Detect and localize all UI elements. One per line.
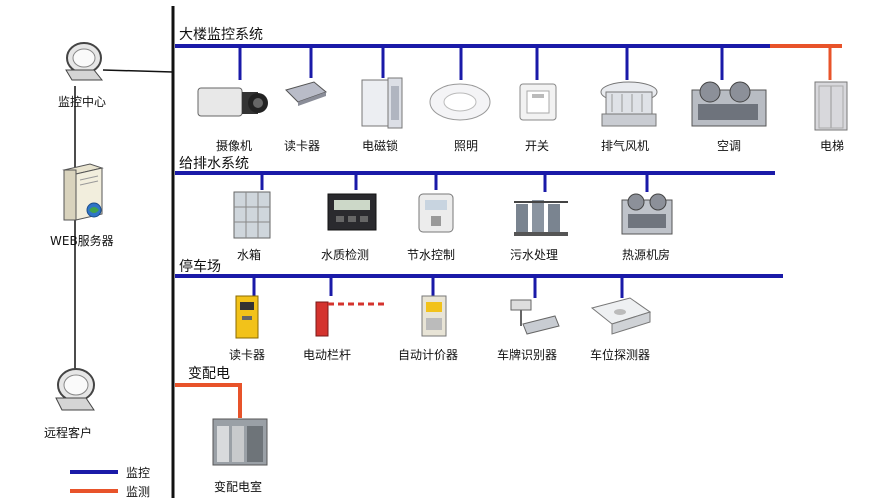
maglock-icon [358,76,408,130]
section-title-parking: 停车场 [179,259,221,275]
device-label: 开关 [525,139,550,153]
water-quality-meter-icon [326,192,378,232]
light-fixture-icon [428,82,492,122]
card-reader-icon [284,80,328,106]
web-server-label: WEB服务器 [50,234,114,248]
device-label: 热源机房 [622,248,671,262]
server-icon [60,160,110,224]
device-label: 照明 [454,139,479,153]
auto-pricer-icon [420,294,448,338]
barrier-gate-icon [312,294,390,338]
device-label: 水质检测 [321,248,370,262]
computer-icon [52,366,98,414]
elevator-icon [813,80,849,132]
legend-label-monitoring: 监测 [126,485,151,499]
device-label: 车牌识别器 [497,348,558,362]
device-label: 读卡器 [284,139,321,153]
water-saving-controller-icon [415,192,457,234]
switch-icon [518,82,558,122]
device-label: 水箱 [237,248,262,262]
device-label: 电动栏杆 [303,348,352,362]
substation-room-icon [212,418,268,466]
device-label: 自动计价器 [398,348,459,362]
device-label: 车位探测器 [590,348,651,362]
computer-icon [62,40,104,84]
exhaust-fan-icon [598,78,660,130]
device-label: 电梯 [820,139,845,153]
device-label: 污水处理 [510,248,559,262]
chiller-icon [688,80,770,132]
section-title-power: 变配电 [188,366,230,382]
device-label: 读卡器 [229,348,266,362]
device-label: 空调 [717,139,742,153]
device-label: 变配电室 [214,480,263,494]
water-tank-icon [232,190,272,240]
parking-reader-icon [232,294,262,340]
section-title-water: 给排水系统 [179,156,249,172]
monitor-center-link [102,69,174,73]
monitor-center-label: 监控中心 [58,95,107,109]
device-label: 电磁锁 [362,139,399,153]
legend-label-control: 监控 [126,466,151,480]
plate-camera-icon [505,296,561,338]
device-label: 排气风机 [601,139,650,153]
power-monitoring-line [175,383,242,418]
remote-client-label: 远程客户 [44,426,93,440]
section-title-building: 大楼监控系统 [179,27,263,43]
device-label: 节水控制 [407,248,456,262]
sewage-pump-icon [512,194,570,238]
heat-source-unit-icon [618,192,676,238]
camera-icon [196,80,268,124]
space-detector-icon [590,296,652,336]
device-label: 摄像机 [216,139,253,153]
